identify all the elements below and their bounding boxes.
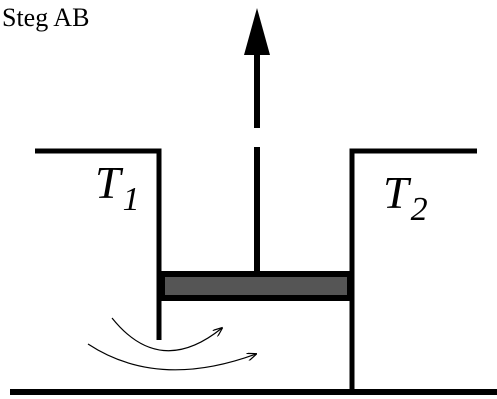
arrow-head-icon [244, 8, 270, 55]
flow-arrow-lower-icon [87, 343, 256, 371]
left-temperature-label: T1 [95, 157, 140, 218]
upward-motion-arrow [244, 8, 270, 128]
right-temperature-label: T2 [383, 167, 428, 228]
arrow-shaft-dash-top [254, 52, 260, 128]
flow-arrow-upper-icon [111, 317, 222, 352]
right-temperature-subscript: 2 [411, 191, 428, 228]
left-temperature-symbol: T [95, 157, 124, 208]
piston-rod [254, 147, 260, 274]
left-temperature-subscript: 1 [123, 181, 140, 218]
right-reservoir-wall [349, 148, 477, 392]
diagram-title: Steg AB [2, 3, 89, 32]
piston [159, 271, 353, 301]
right-temperature-symbol: T [383, 167, 412, 218]
